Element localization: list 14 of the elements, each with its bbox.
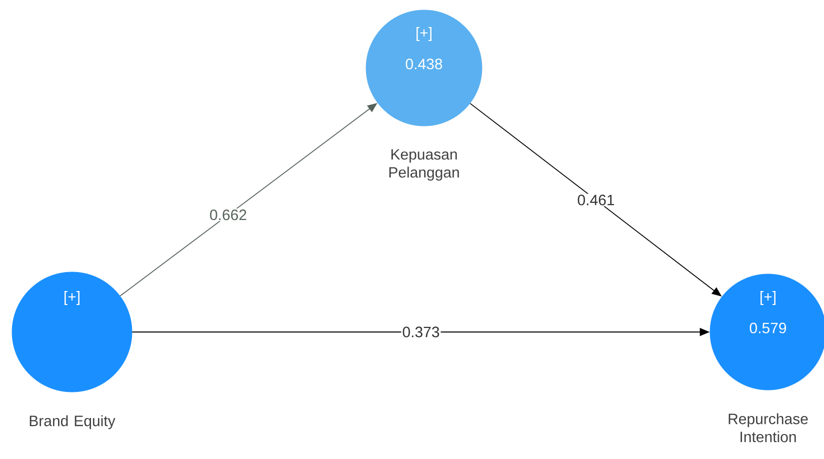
node-label: [+] <box>416 27 432 41</box>
node-label: 0.579 <box>750 322 786 334</box>
edge-label: 0.373 <box>402 326 440 338</box>
edge-label: 0.461 <box>578 194 614 206</box>
construct-circle <box>366 10 482 126</box>
node-label: 0.438 <box>406 58 442 70</box>
node-label: [+] <box>64 291 80 305</box>
construct-circle <box>12 272 132 392</box>
construct-name: Repurchase Intention <box>728 413 808 442</box>
construct-name: Kepuasan Pelanggan <box>389 149 459 181</box>
construct-name: Brand Equity <box>30 415 116 430</box>
construct-circle <box>710 274 824 390</box>
node-label: [+] <box>760 291 776 305</box>
edge-label: 0.662 <box>210 210 246 220</box>
